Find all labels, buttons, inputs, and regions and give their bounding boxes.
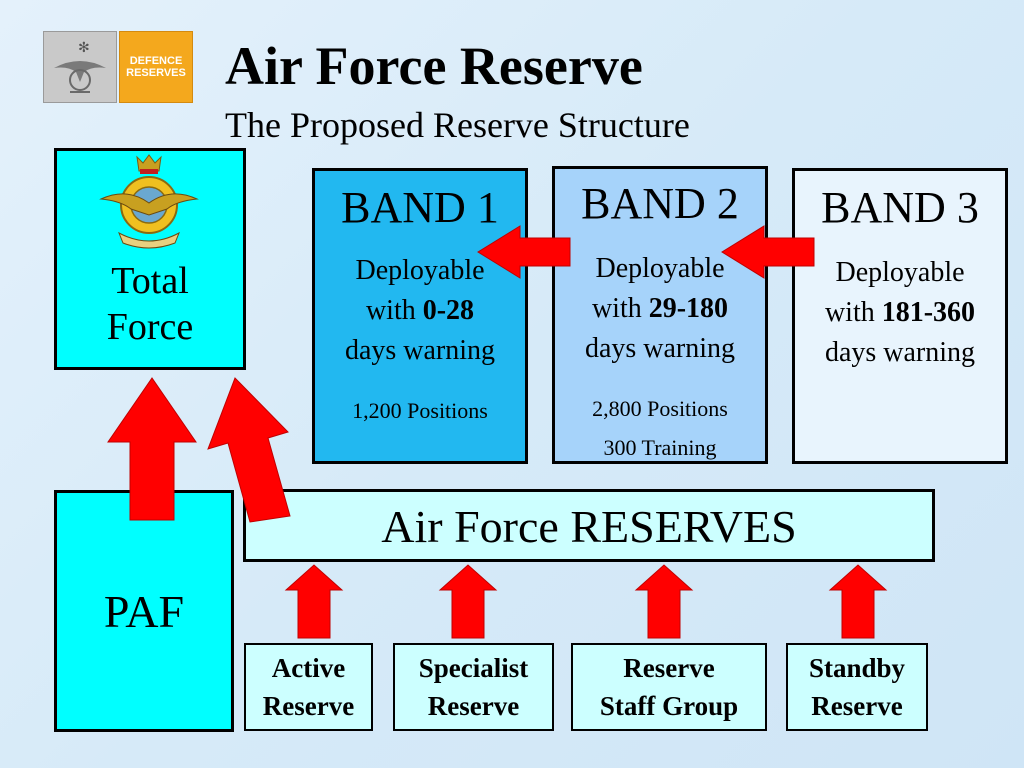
defence-reserves-logo: DEFENCE RESERVES bbox=[119, 31, 193, 103]
band-3-desc-line2: with 181-360 bbox=[824, 297, 976, 328]
band-2-training: 300 Training bbox=[603, 435, 717, 460]
band-3-days-range: 181-360 bbox=[881, 297, 976, 328]
raaf-emblem-logo: ✻ bbox=[43, 31, 117, 103]
band-1-box: BAND 1 Deployable with 0-28 days warning… bbox=[312, 168, 528, 464]
band-2-positions: 2,800 Positions bbox=[592, 396, 728, 421]
active-reserve-box: Active Reserve bbox=[244, 643, 373, 731]
eagle-emblem-icon: ✻ bbox=[54, 40, 106, 93]
band-3-desc-line1: Deployable bbox=[835, 257, 965, 288]
band-1-days-range: 0-28 bbox=[422, 295, 475, 326]
band-1-desc-line1: Deployable bbox=[355, 255, 485, 286]
band-1-desc-line2: with 0-28 bbox=[365, 295, 475, 326]
air-force-reserves-box: Air Force RESERVES bbox=[243, 489, 935, 562]
total-force-label-line1: Total bbox=[111, 260, 189, 302]
standby-reserve-box: Standby Reserve bbox=[786, 643, 928, 731]
band-3-title: BAND 3 bbox=[821, 183, 979, 232]
band-3-to-band-2-arrow bbox=[721, 225, 815, 279]
band-2-title: BAND 2 bbox=[581, 179, 739, 228]
page-subtitle: The Proposed Reserve Structure bbox=[225, 105, 690, 145]
page-title: Air Force Reserve bbox=[225, 36, 643, 96]
air-force-reserves-label: Air Force RESERVES bbox=[381, 501, 797, 552]
logo-text-line1: DEFENCE bbox=[129, 55, 183, 67]
total-force-box: Total Force bbox=[54, 148, 246, 370]
band-1-desc-line3: days warning bbox=[344, 335, 496, 366]
reserves-to-total-force-arrow bbox=[207, 377, 291, 523]
active-reserve-line1: Active bbox=[271, 653, 346, 683]
band-3-box: BAND 3 Deployable with 181-360 days warn… bbox=[792, 168, 1008, 464]
active-reserve-line2: Reserve bbox=[262, 691, 355, 721]
band-2-days-range: 29-180 bbox=[648, 293, 729, 324]
total-force-label-line2: Force bbox=[106, 306, 194, 348]
band-2-desc-line3: days warning bbox=[584, 333, 736, 364]
band-2-box: BAND 2 Deployable with 29-180 days warni… bbox=[552, 166, 768, 464]
svg-text:✻: ✻ bbox=[78, 40, 90, 56]
specialist-reserve-line1: Specialist bbox=[418, 653, 529, 683]
reserve-staff-group-up-arrow bbox=[634, 564, 694, 639]
reserve-staff-group-line1: Reserve bbox=[623, 653, 715, 683]
band-3-desc-line3: days warning bbox=[824, 337, 976, 368]
band-2-desc-line1: Deployable bbox=[595, 253, 725, 284]
standby-reserve-up-arrow bbox=[828, 564, 888, 639]
band-1-title: BAND 1 bbox=[341, 183, 499, 232]
raaf-badge-icon bbox=[99, 154, 199, 249]
reserve-staff-group-box: Reserve Staff Group bbox=[571, 643, 767, 731]
band-1-positions: 1,200 Positions bbox=[352, 398, 488, 423]
logo-text-line2: RESERVES bbox=[126, 67, 186, 79]
specialist-reserve-line2: Reserve bbox=[427, 691, 520, 721]
paf-label: PAF bbox=[103, 586, 185, 637]
standby-reserve-line1: Standby bbox=[808, 653, 906, 683]
paf-to-total-force-arrow bbox=[107, 377, 197, 521]
standby-reserve-line2: Reserve bbox=[811, 691, 903, 721]
band-2-to-band-1-arrow bbox=[477, 225, 571, 279]
active-reserve-up-arrow bbox=[284, 564, 344, 639]
band-2-desc-line2: with 29-180 bbox=[591, 293, 729, 324]
specialist-reserve-box: Specialist Reserve bbox=[393, 643, 554, 731]
reserve-staff-group-line2: Staff Group bbox=[599, 691, 739, 721]
paf-box: PAF bbox=[54, 490, 234, 732]
specialist-reserve-up-arrow bbox=[438, 564, 498, 639]
